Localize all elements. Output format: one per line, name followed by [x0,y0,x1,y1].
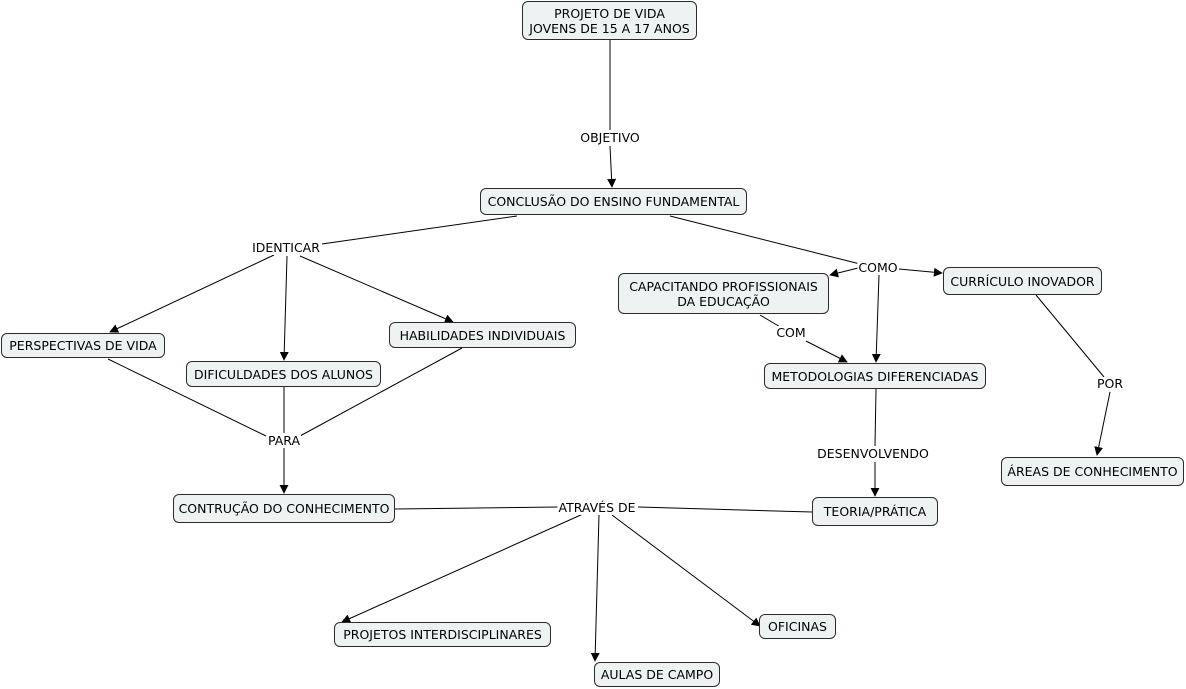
edge-contrucao-atraves [394,506,559,510]
node-oficinas[interactable]: OFICINAS [759,614,836,639]
edge-identicar-perspectivas [109,254,275,333]
link-label-identicar: IDENTICAR [251,240,321,255]
edge-objetivo-conclusao [607,145,617,188]
edge-conclusao-como [669,215,861,265]
link-label-desenvolvendo: DESENVOLVENDO [816,446,930,461]
edge-como-capacitando [829,267,859,278]
node-dificuldades-dos-alunos[interactable]: DIFICULDADES DOS ALUNOS [186,361,381,387]
edge-como-curriculo [898,267,943,277]
link-label-objetivo: OBJETIVO [579,130,641,145]
edge-capacitando-com [759,314,783,329]
node-habilidades-individuais[interactable]: HABILIDADES INDIVIDUAIS [389,322,576,348]
link-label-por: POR [1095,376,1125,391]
edge-identicar-habilidades [299,255,454,323]
node-conclusao-ensino-fundamental[interactable]: CONCLUSÃO DO ENSINO FUNDAMENTAL [480,188,747,215]
node-projeto-de-vida[interactable]: PROJETO DE VIDA JOVENS DE 15 A 17 ANOS [522,1,697,40]
edge-por-areas [1094,391,1111,456]
edge-identicar-dificuldades [279,255,289,361]
node-contrucao-do-conhecimento[interactable]: CONTRUÇÃO DO CONHECIMENTO [173,494,395,523]
node-curriculo-inovador[interactable]: CURRÍCULO INOVADOR [943,267,1102,295]
link-label-atraves-de: ATRAVÉS DE [557,500,637,515]
edge-atraves-oficinas [611,514,761,627]
link-label-para: PARA [266,433,302,448]
edge-conclusao-identicar [321,215,518,245]
edge-habilidades-para [299,347,463,437]
node-areas-de-conhecimento[interactable]: ÁREAS DE CONHECIMENTO [1001,457,1184,486]
edge-metodologias-desenvolvendo [874,388,877,447]
node-metodologias-diferenciadas[interactable]: METODOLOGIAS DIFERENCIADAS [764,363,986,389]
edge-curriculo-por [1035,294,1105,378]
node-teoria-pratica[interactable]: TEORIA/PRÁTICA [812,497,938,526]
node-capacitando-profissionais[interactable]: CAPACITANDO PROFISSIONAIS DA EDUCAÇÃO [618,273,829,314]
link-label-com: COM [775,325,807,340]
edge-perspectivas-para [107,358,267,437]
edge-como-metodologias [871,274,881,363]
node-projetos-interdisciplinares[interactable]: PROJETOS INTERDISCIPLINARES [334,622,551,647]
link-label-como: COMO [857,260,899,275]
edge-atraves-aulas [590,514,600,662]
node-perspectivas-de-vida[interactable]: PERSPECTIVAS DE VIDA [1,333,165,358]
node-aulas-de-campo[interactable]: AULAS DE CAMPO [594,662,720,687]
edge-com-metodologias [805,340,848,363]
edge-atraves-projetos [341,513,584,623]
edge-teoria-atraves [637,506,813,513]
